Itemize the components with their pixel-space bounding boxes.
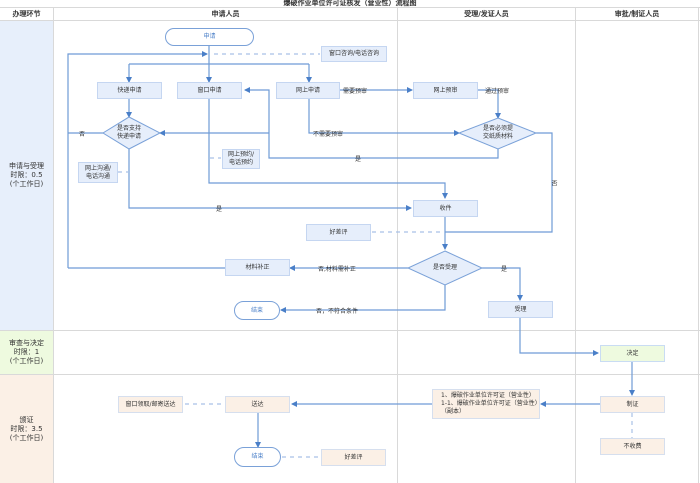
node-window-apply[interactable]: 窗口申请 (177, 82, 242, 99)
edge-diamond-yes (128, 149, 412, 211)
node-express-apply[interactable]: 快递申请 (97, 82, 162, 99)
node-no-fee[interactable]: 不收费 (600, 438, 665, 455)
grid-lines (0, 7, 700, 483)
edge-label-yes-accept: 是 (501, 266, 508, 273)
node-accept-question[interactable]: 是否受理 (432, 264, 457, 271)
node-accept[interactable]: 受理 (488, 301, 553, 318)
edge-window-receive (208, 98, 448, 199)
node-support-express[interactable]: 是否支持 快递申请 (116, 125, 141, 140)
stage-label-apply-accept: 申请与受理 时限：0.5 (个工作日) (9, 162, 44, 188)
node-supplement[interactable]: 材料补正 (225, 259, 290, 276)
stage2-bg (0, 331, 53, 374)
edge-label-pass-precheck: 通过预审 (485, 88, 510, 95)
node-decide[interactable]: 决定 (600, 345, 665, 362)
stage-label-review-decide: 审查与决定 时限：1 (个工作日) (9, 339, 44, 365)
edge-pass-precheck (478, 89, 501, 119)
edge-label-no-paper: 否 (550, 180, 557, 186)
node-receive[interactable]: 收件 (413, 200, 478, 217)
edge-accept-yes (482, 267, 523, 301)
edge-label-no-precheck: 不需要预审 (313, 131, 344, 138)
edge-label-no-express: 否 (79, 131, 86, 138)
node-rating2[interactable]: 好差评 (321, 449, 386, 466)
edge-not-qualified (280, 285, 446, 313)
node-online-appoint[interactable]: 网上预约/ 电话预约 (222, 149, 260, 169)
column-header-approver: 审批/制证人员 (614, 10, 660, 18)
column-header-applicant: 申请人员 (211, 10, 240, 18)
edge-loopback (67, 51, 208, 268)
stage3-bg (0, 375, 53, 483)
node-end2[interactable]: 结束 (234, 447, 281, 467)
diagram-title: 爆破作业单位许可证核发（营业性）流程图 (283, 0, 417, 7)
diamond-support-express (102, 116, 162, 150)
node-online-precheck[interactable]: 网上预审 (413, 82, 478, 99)
node-make-cert[interactable]: 制证 (600, 396, 665, 413)
edge-accept-decide (519, 318, 599, 356)
node-rating1[interactable]: 好差评 (306, 224, 371, 241)
edge-need-paper-yes (244, 87, 499, 159)
node-end1[interactable]: 结束 (234, 301, 280, 320)
edge-label-yes-express: 是 (216, 206, 223, 213)
node-pickup[interactable]: 窗口领取/邮寄送达 (118, 396, 183, 413)
edge-label-yes-paper: 是 (355, 156, 362, 163)
stage1-bg (0, 20, 53, 330)
edge-label-supplement: 否,材料需补正 (318, 266, 356, 273)
edge-label-need-precheck: 需要预审 (343, 88, 368, 95)
node-apply[interactable]: 申请 (165, 28, 254, 46)
node-need-paper[interactable]: 是否必须提 交纸质材料 (482, 125, 513, 140)
stage-label-issue: 颁证 时限：3.5 (个工作日) (9, 415, 44, 442)
node-online-apply[interactable]: 网上申请 (276, 82, 340, 99)
edge-need-paper-no (445, 132, 553, 233)
column-header-stage: 办理环节 (12, 10, 41, 18)
node-online-comm[interactable]: 网上沟通/ 电话沟通 (78, 162, 118, 183)
node-consult[interactable]: 窗口咨询/电话咨询 (321, 46, 387, 62)
diamond-accept (406, 250, 484, 286)
node-deliver[interactable]: 送达 (225, 396, 290, 413)
diamond-need-paper (457, 117, 538, 150)
edge-label-not-qualified: 否，不符合条件 (316, 308, 359, 315)
edge-no-precheck (308, 98, 460, 136)
column-header-acceptor: 受理/发证人员 (464, 10, 509, 18)
node-cert-list[interactable]: 1、爆破作业单位许可证（营业性） 1-1、爆破作业单位许可证（营业性）（副本） (432, 389, 540, 419)
